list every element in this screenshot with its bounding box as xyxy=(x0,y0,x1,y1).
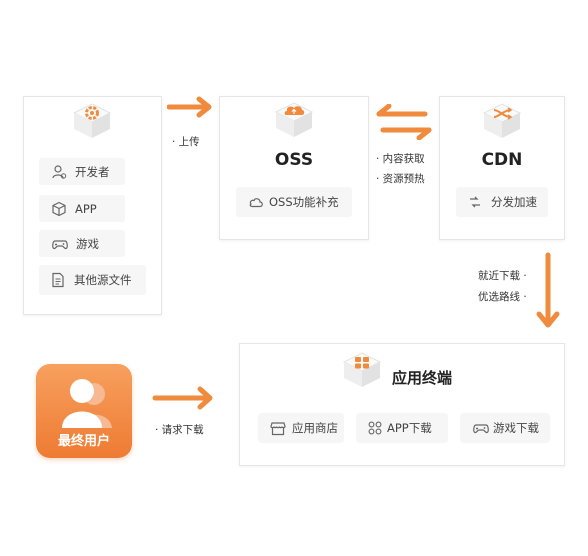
upload-label: · 上传 xyxy=(172,136,200,148)
exchange-arrows xyxy=(376,104,432,140)
terminal-item-label: 应用商店 xyxy=(292,421,338,435)
request-arrow xyxy=(152,386,213,410)
source-item-game: 游戏 xyxy=(39,230,125,257)
terminal-box xyxy=(239,343,565,466)
terminal-title: 应用终端 xyxy=(392,369,453,387)
exchange-label-2: · 资源预热 xyxy=(376,173,425,185)
source-item-label: APP xyxy=(75,201,97,216)
upload-arrow xyxy=(167,96,212,118)
cdn-title: CDN xyxy=(481,150,523,170)
request-label: · 请求下载 xyxy=(155,424,204,436)
source-item-other-files: 其他源文件 xyxy=(39,265,146,295)
terminal-item-app-download: APP下载 xyxy=(356,413,448,443)
cdn-feature-pill: 分发加速 xyxy=(456,187,548,217)
store-icon xyxy=(270,421,286,435)
source-item-label: 其他源文件 xyxy=(74,273,132,287)
file-icon xyxy=(52,272,64,288)
cloud-icon xyxy=(249,198,263,208)
terminal-item-label: APP下载 xyxy=(387,421,432,435)
end-user-tile: 最终用户 xyxy=(36,364,132,458)
apps-icon xyxy=(368,421,382,435)
developer-icon xyxy=(52,164,67,179)
download-arrow xyxy=(536,252,560,328)
download-label-1: 就近下载 · xyxy=(478,270,527,282)
user-icon xyxy=(62,379,112,428)
download-label-2: 优选路线 · xyxy=(478,291,527,303)
shuffle-icon xyxy=(482,103,522,138)
source-item-developer: 开发者 xyxy=(39,158,125,185)
source-item-label: 开发者 xyxy=(75,164,110,179)
oss-feature-pill: OSS功能补充 xyxy=(236,187,352,217)
grid-icon xyxy=(342,352,382,387)
gamepad-icon xyxy=(473,424,489,434)
end-user-label: 最终用户 xyxy=(57,434,110,449)
accelerate-icon xyxy=(470,196,480,208)
oss-title: OSS xyxy=(274,150,314,170)
terminal-item-label: 游戏下载 xyxy=(493,421,539,435)
gear-icon xyxy=(72,103,112,138)
terminal-item-game-download: 游戏下载 xyxy=(460,413,550,443)
cube-icon xyxy=(52,201,66,216)
cdn-feature-label: 分发加速 xyxy=(491,195,537,209)
source-item-app: APP xyxy=(39,195,125,222)
cloud-upload-icon xyxy=(274,102,314,137)
gamepad-icon xyxy=(52,239,68,249)
source-item-label: 游戏 xyxy=(76,236,99,251)
oss-feature-label: OSS功能补充 xyxy=(269,195,339,209)
terminal-item-store: 应用商店 xyxy=(258,413,344,443)
exchange-label-1: · 内容获取 xyxy=(376,153,425,165)
